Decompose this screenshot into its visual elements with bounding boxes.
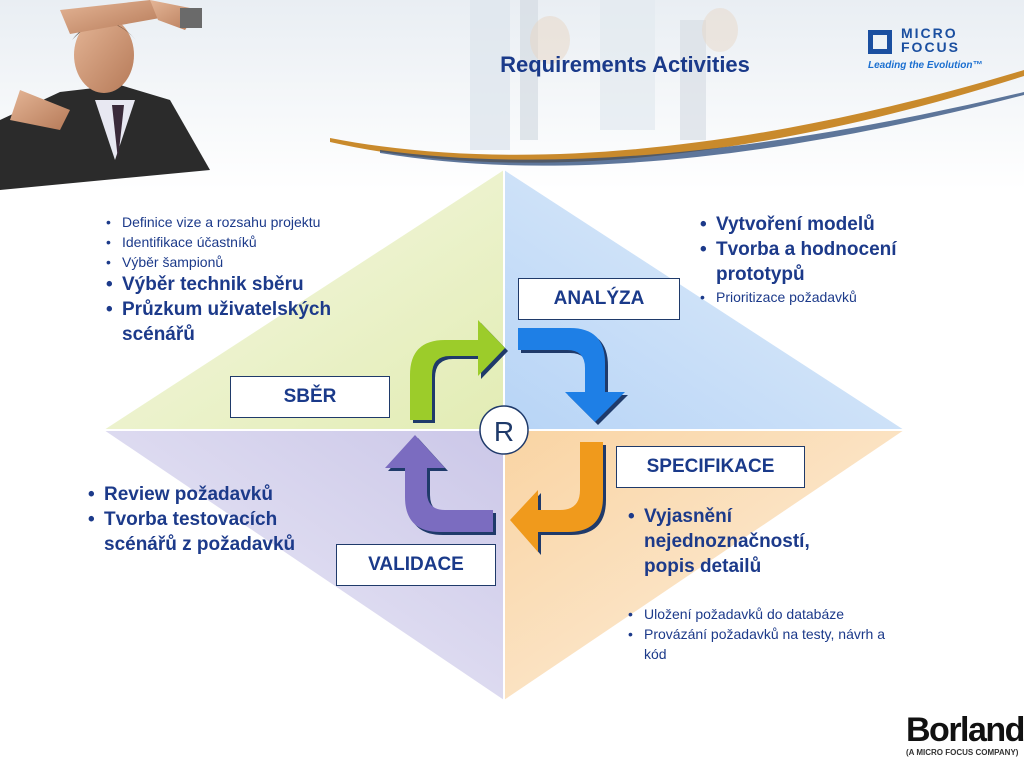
sber-activities-list: Definice vize a rozsahu projektu Identif… [104, 212, 404, 347]
borland-logo: Borland (A MICRO FOCUS COMPANY) [906, 711, 1024, 762]
phase-analyza-box: ANALÝZA [518, 278, 680, 320]
borland-logo-name: Borland [906, 711, 1024, 749]
phase-sber-box: SBĚR [230, 376, 390, 418]
list-item: Vyjasnění nejednoznačností, popis detail… [626, 504, 859, 579]
header-background [0, 0, 1024, 190]
microfocus-logo-icon [868, 30, 892, 54]
list-item: Identifikace účastníků [104, 232, 404, 252]
center-label: R [494, 416, 514, 447]
logo-line-2: FOCUS [901, 39, 960, 55]
analyza-activities-list: Vytvoření modelů Tvorba a hodnocení prot… [698, 212, 958, 307]
logo-tagline: Leading the Evolution™ [868, 60, 983, 71]
list-item: Výběr technik sběru [104, 272, 404, 297]
purple-arrow-icon [385, 435, 496, 535]
blue-arrow-icon [518, 328, 628, 425]
center-circle [479, 405, 529, 455]
orange-arrow-icon [510, 442, 606, 555]
list-item: Tvorba testovacích scénářů z požadavků [86, 507, 329, 557]
list-item: Uložení požadavků do databáze [626, 604, 906, 624]
specifikace-secondary-list: Uložení požadavků do databáze Provázání … [626, 604, 906, 664]
list-item: Vytvoření modelů [698, 212, 958, 237]
validace-activities-list: Review požadavků Tvorba testovacích scén… [86, 482, 336, 557]
list-item: Review požadavků [86, 482, 336, 507]
list-item: Průzkum uživatelských scénářů [104, 297, 382, 347]
microfocus-logo: MICRO FOCUS Leading the Evolution™ [868, 26, 988, 78]
borland-logo-sub: (A MICRO FOCUS COMPANY) [906, 748, 1019, 757]
list-item: Výběr šampionů [104, 252, 404, 272]
logo-line-1: MICRO [901, 25, 958, 41]
list-item: Prioritizace požadavků [698, 287, 958, 307]
list-item: Provázání požadavků na testy, návrh a kó… [626, 624, 902, 664]
person-photo-icon [0, 0, 210, 190]
list-item: Tvorba a hodnocení prototypů [698, 237, 946, 287]
phase-specifikace-box: SPECIFIKACE [616, 446, 805, 488]
list-item: Definice vize a rozsahu projektu [104, 212, 404, 232]
page-title: Requirements Activities [500, 52, 750, 77]
phase-validace-box: VALIDACE [336, 544, 496, 586]
green-arrow-icon [410, 320, 508, 423]
specifikace-activities-list: Vyjasnění nejednoznačností, popis detail… [626, 504, 876, 579]
